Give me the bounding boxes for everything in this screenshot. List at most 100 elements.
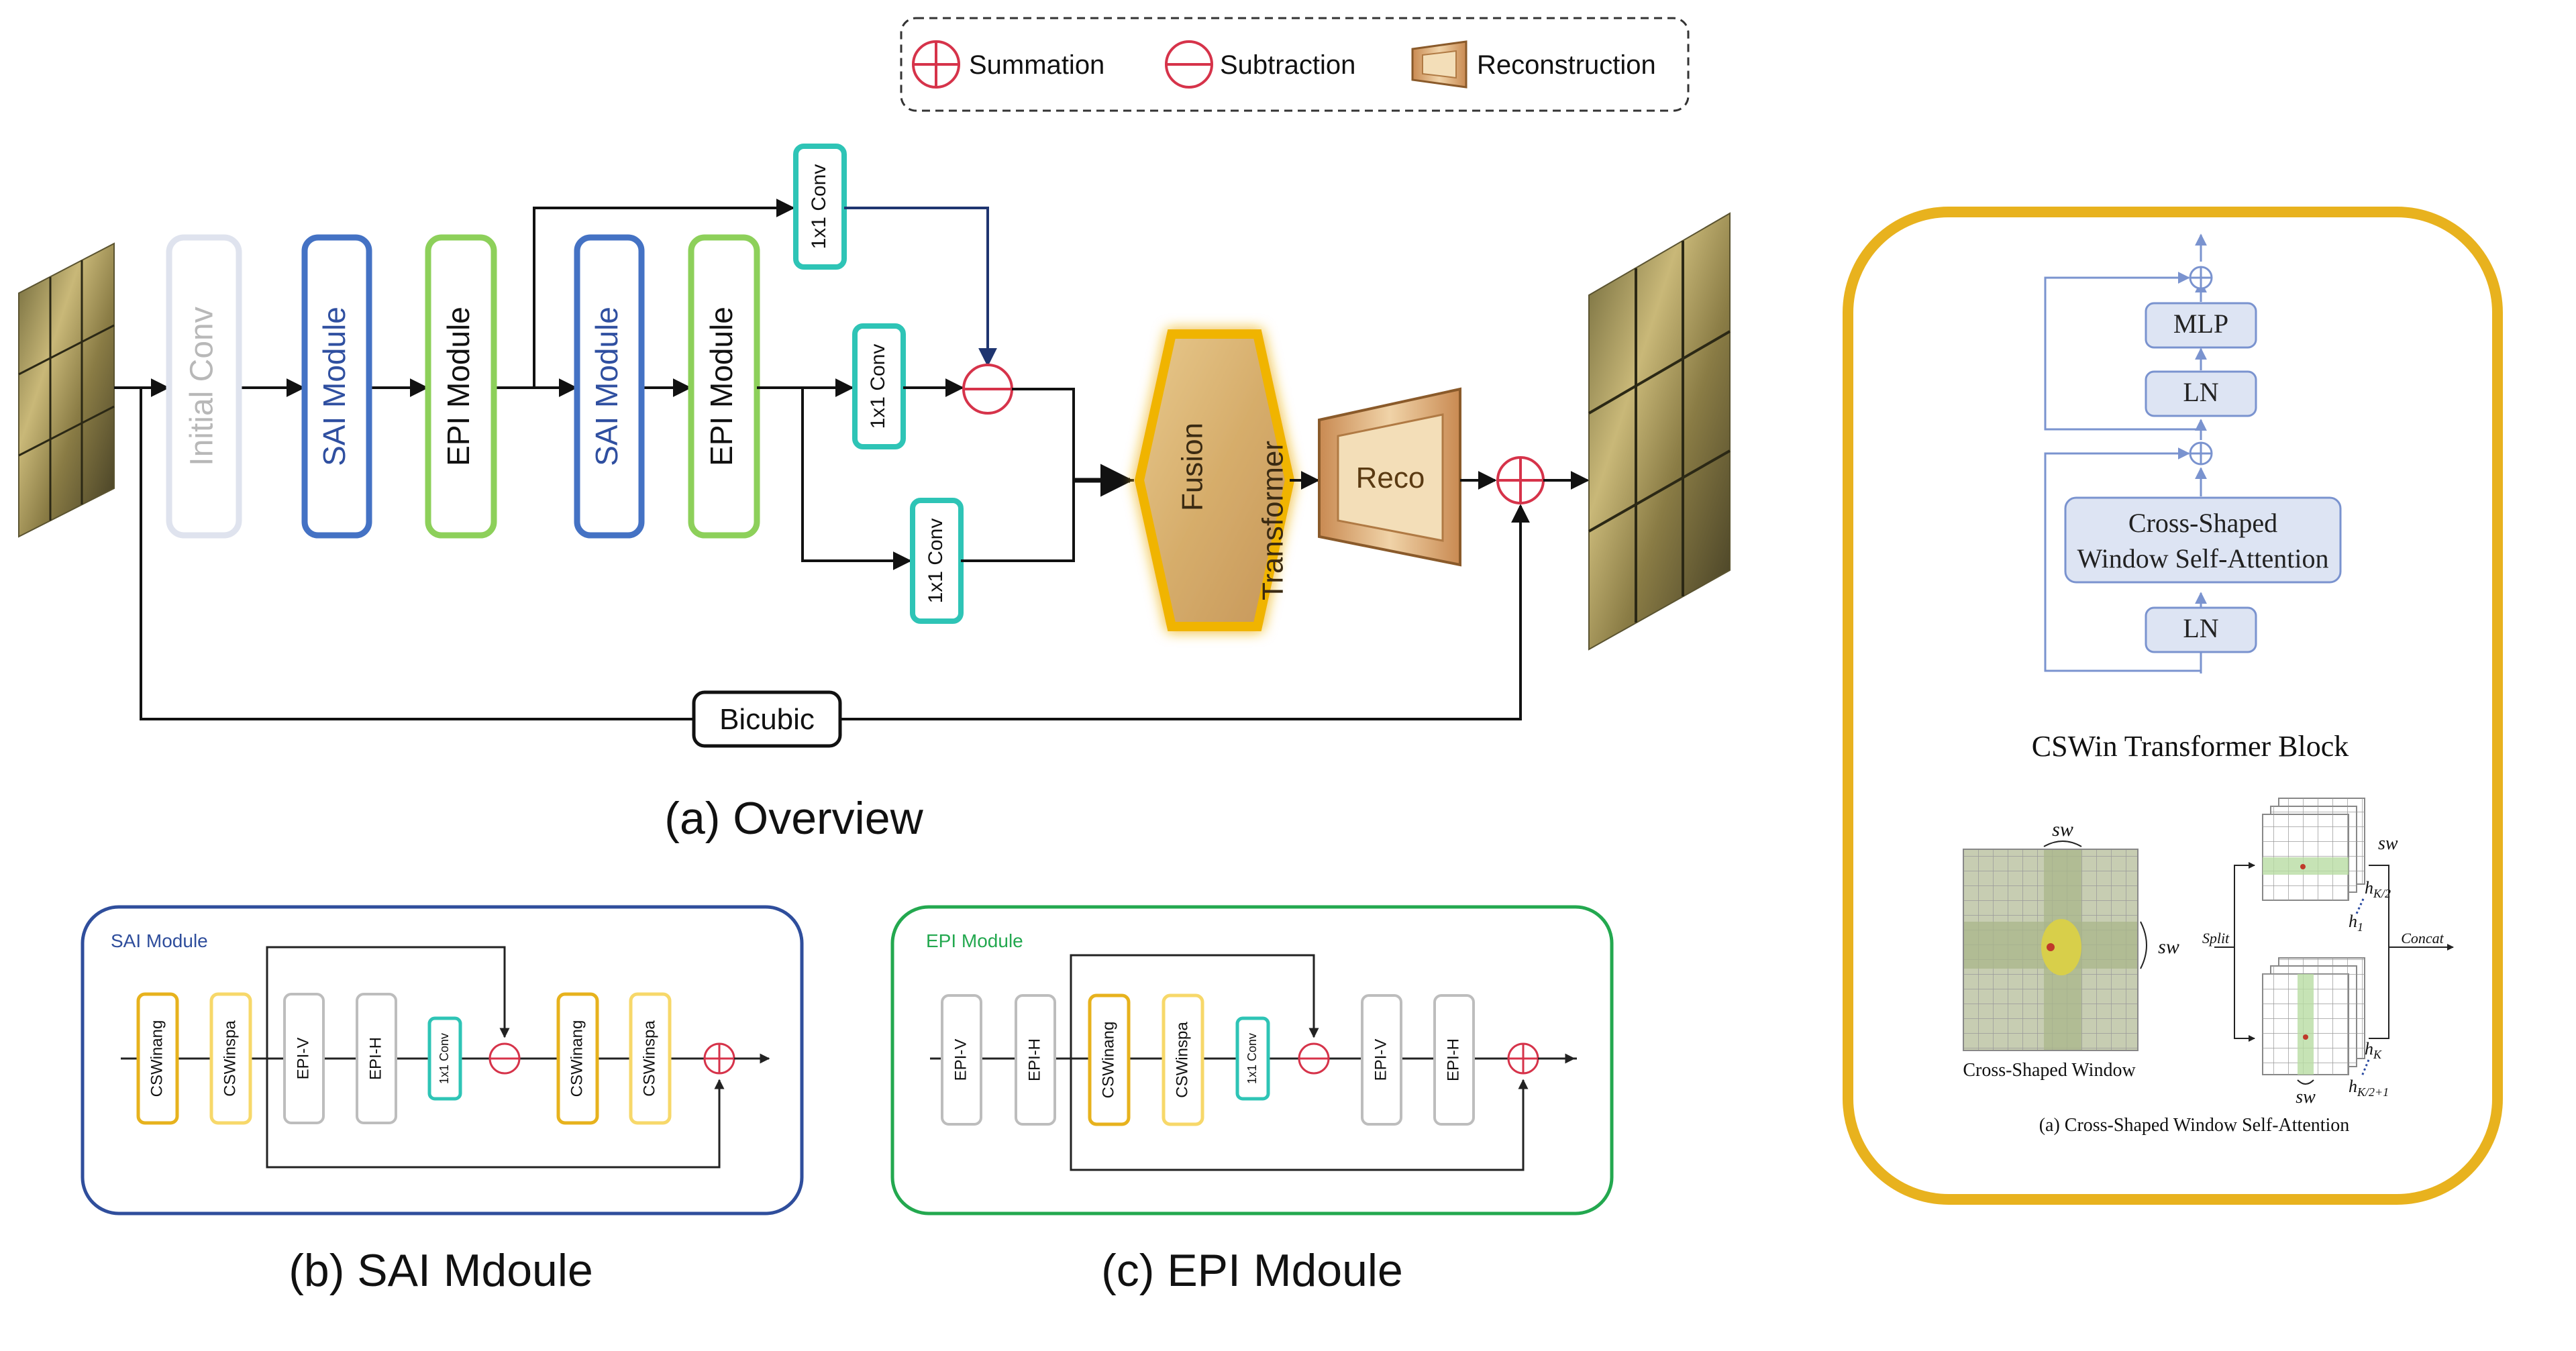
input-light-field-image xyxy=(18,242,115,538)
sai-summation-op xyxy=(703,1042,735,1075)
sai-block-conv1x1: 1x1 Conv xyxy=(427,1016,462,1101)
sai-panel-border xyxy=(81,905,804,1215)
cswin-attention-label-1: Cross-Shaped xyxy=(2128,508,2277,538)
legend: Summation Subtraction Reconstruction xyxy=(900,17,1690,112)
sai-panel-title: SAI Module xyxy=(111,930,208,951)
sai-block-label: EPI-V xyxy=(294,1038,312,1080)
sai-module-label-1: SAI Module xyxy=(317,307,352,466)
epi-block-label: EPI-H xyxy=(1025,1038,1043,1081)
epi-block-label: CSWinang xyxy=(1099,1022,1117,1099)
sai-block-cswinspa-1: CSWinspa xyxy=(209,992,252,1125)
sw-right-brace xyxy=(2140,921,2147,969)
epi-block-epi-h-2: EPI-H xyxy=(1433,994,1475,1126)
sai-subtraction-op xyxy=(488,1042,521,1075)
sai-skip-top xyxy=(266,946,510,1059)
h-1-label: h1 xyxy=(2349,912,2363,934)
cswin-ln-block-top xyxy=(2145,370,2257,417)
cswin-attention-label-2: Window Self-Attention xyxy=(2077,543,2329,574)
epi-block-label: EPI-V xyxy=(1372,1039,1390,1081)
epi-block-conv1x1: 1x1 Conv xyxy=(1235,1016,1270,1101)
split-label: Split xyxy=(2202,930,2230,947)
epi-block-cswinang: CSWinang xyxy=(1088,993,1131,1126)
bicubic-label: Bicubic xyxy=(719,703,815,736)
subtraction-icon xyxy=(1165,40,1213,89)
cross-shaped-window-image xyxy=(1963,849,2139,1051)
cswin-panel: MLP LN Cross-Shaped Window Self-Attentio… xyxy=(1843,207,2503,1205)
epi-summation-op xyxy=(1507,1042,1539,1075)
legend-border xyxy=(900,17,1690,112)
sai-block-cswinang-1: CSWinang xyxy=(136,992,179,1125)
cswin-residual-1 xyxy=(2044,447,2201,672)
bicubic-out-line xyxy=(840,504,1530,720)
epi-panel-title: EPI Module xyxy=(926,930,1023,951)
sw-right-label: sw xyxy=(2158,936,2179,958)
output-light-field-image xyxy=(1588,212,1731,651)
cswin-sub-caption: (a) Cross-Shaped Window Self-Attention xyxy=(2039,1115,2350,1136)
sai-module-block-2 xyxy=(574,234,645,539)
sai-block-label: EPI-H xyxy=(366,1037,384,1080)
reco-block xyxy=(1318,387,1461,567)
overview: Initial Conv SAI Module EPI Module SAI M… xyxy=(18,144,1731,844)
split-arrow-bottom xyxy=(2234,947,2255,1042)
sai-block-label: CSWinspa xyxy=(640,1020,658,1097)
h-dots-bottom xyxy=(2361,1059,2370,1077)
sai-block-label: CSWinspa xyxy=(221,1020,239,1097)
epi-block-label: CSWinspa xyxy=(1173,1022,1191,1098)
sai-panel-caption: (b) SAI Mdoule xyxy=(289,1245,593,1296)
sai-module-label-2: SAI Module xyxy=(589,307,624,466)
epi-block-epi-v-1: EPI-V xyxy=(941,994,982,1126)
fusion-label-line2: Transformer xyxy=(1257,441,1290,600)
epi-skip-top xyxy=(1070,954,1319,1059)
fusion-label-line1: Fusion xyxy=(1176,423,1209,511)
stacked-grids-top xyxy=(2262,798,2365,901)
sai-block-label: CSWinang xyxy=(148,1020,166,1097)
sw-grid-top-label: sw xyxy=(2378,833,2398,854)
sw-top-brace xyxy=(2043,841,2082,847)
bottom-conv-out-line xyxy=(961,480,1075,562)
sw-grid-bottom-label: sw xyxy=(2296,1087,2316,1107)
initial-conv-block xyxy=(166,234,242,539)
sai-block-epi-h: EPI-H xyxy=(356,993,397,1124)
cswin-ln-label-bottom: LN xyxy=(2183,613,2218,643)
legend-summation-label: Summation xyxy=(969,50,1104,80)
sai-block-cswinspa-2: CSWinspa xyxy=(629,992,672,1125)
sai-block-cswinang-2: CSWinang xyxy=(556,992,599,1125)
cswin-add-op-top xyxy=(2189,266,2213,290)
cswin-panel-border xyxy=(1843,207,2503,1205)
reconstruction-icon xyxy=(1411,40,1467,89)
sai-block-label: 1x1 Conv xyxy=(437,1033,451,1084)
subtract-out-line xyxy=(1012,388,1134,482)
epi-module-panel: EPI Module EPI-V EPI-H CSWinang CSWinspa… xyxy=(890,905,1614,1296)
epi-skip-bottom xyxy=(1070,1059,1529,1171)
epi-block-label: EPI-V xyxy=(951,1039,970,1081)
epi-panel-border xyxy=(890,905,1614,1215)
cswin-ln-label-top: LN xyxy=(2183,377,2218,407)
epi-module-label-1: EPI Module xyxy=(441,307,476,466)
summation-op xyxy=(1496,456,1545,504)
skip-branch-top xyxy=(533,199,795,388)
branch-to-bottom-conv xyxy=(801,388,912,570)
cswin-mlp-block xyxy=(2145,302,2257,349)
cswin-ln-block-bottom xyxy=(2145,606,2257,653)
epi-block-epi-h-1: EPI-H xyxy=(1015,994,1056,1126)
legend-subtraction-label: Subtraction xyxy=(1220,50,1355,80)
sw-top-label: sw xyxy=(2052,818,2073,841)
cswin-add-op-mid xyxy=(2189,441,2213,466)
cswin-block-caption: CSWin Transformer Block xyxy=(2032,730,2349,763)
concat-bracket xyxy=(2369,865,2389,1039)
initial-conv-label: Initial Conv xyxy=(185,307,220,466)
cswin-residual-2 xyxy=(2044,272,2201,431)
cswin-attention-block xyxy=(2064,496,2342,584)
epi-block-label: EPI-H xyxy=(1444,1038,1462,1081)
epi-block-label: 1x1 Conv xyxy=(1245,1033,1259,1084)
reco-label: Reco xyxy=(1356,462,1425,494)
stacked-grids-bottom xyxy=(2262,957,2365,1075)
sai-module-panel: SAI Module CSWinang CSWinspa EPI-V EPI-H… xyxy=(81,905,804,1296)
sai-skip-bottom xyxy=(266,1059,725,1169)
epi-block-epi-v-2: EPI-V xyxy=(1361,994,1402,1126)
sai-module-block-1 xyxy=(301,234,372,539)
fusion-transformer-block xyxy=(1134,329,1295,631)
cross-shaped-window-caption: Cross-Shaped Window xyxy=(1963,1060,2136,1081)
epi-block-cswinspa: CSWinspa xyxy=(1162,993,1204,1126)
